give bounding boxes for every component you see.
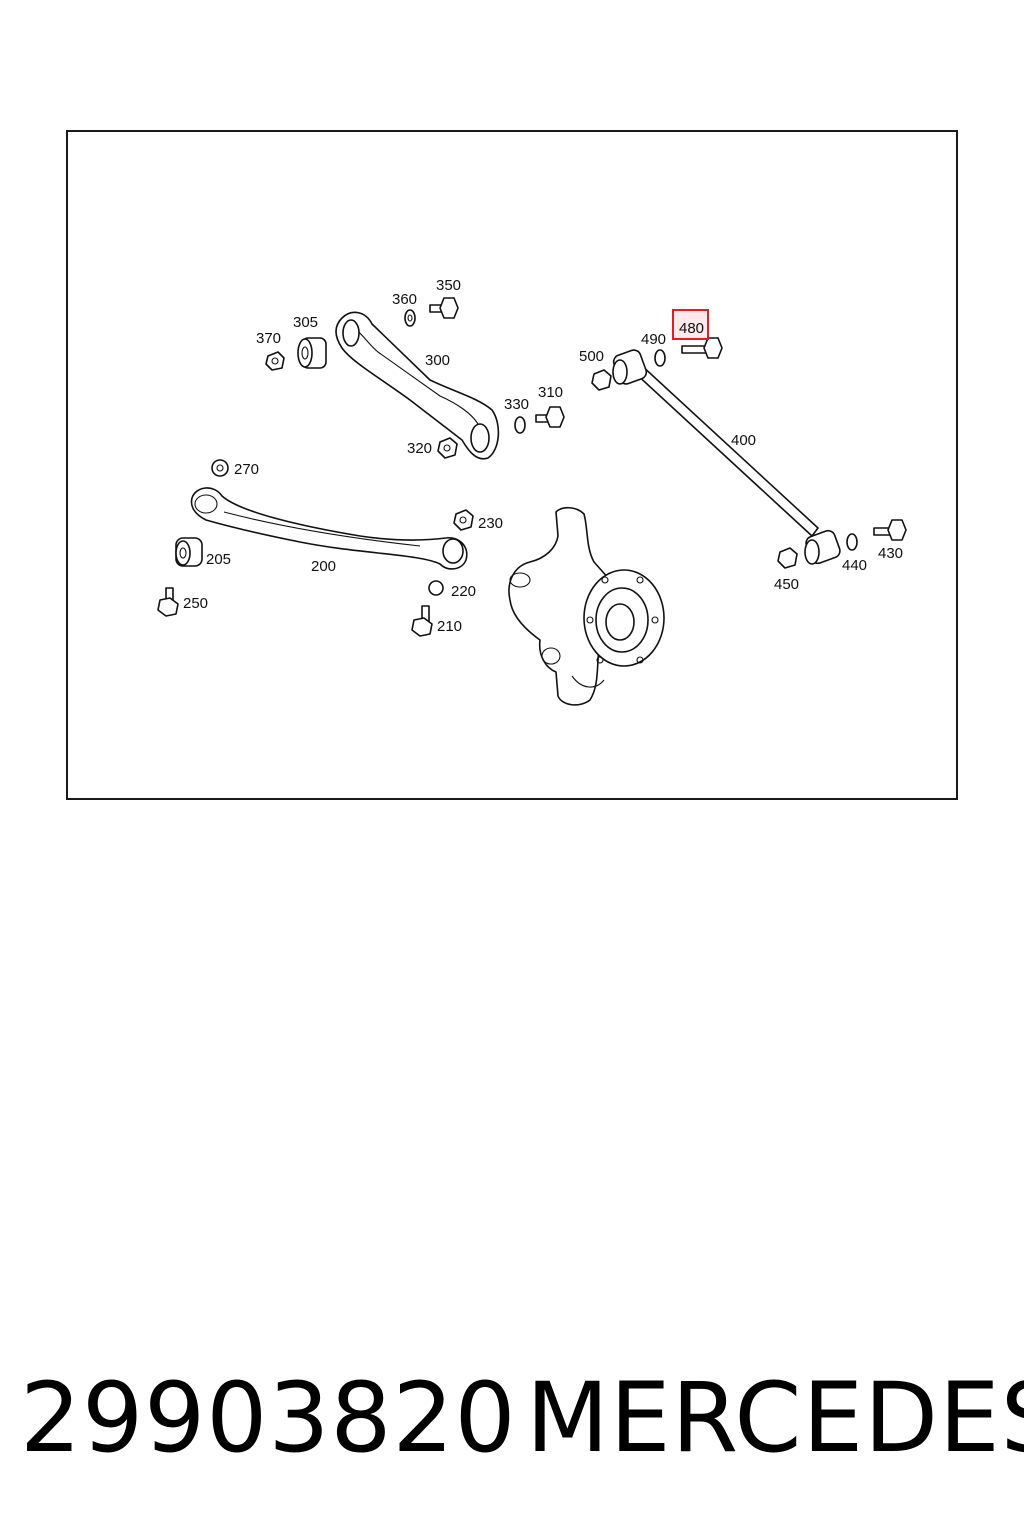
bushing-205	[175, 537, 203, 567]
label-320[interactable]: 320	[407, 440, 432, 457]
label-330[interactable]: 330	[504, 396, 529, 413]
nut-320	[437, 437, 458, 459]
bolt-350	[429, 297, 459, 319]
label-230[interactable]: 230	[478, 515, 503, 532]
label-220[interactable]: 220	[451, 583, 476, 600]
label-430[interactable]: 430	[878, 545, 903, 562]
bushing-305	[297, 337, 327, 369]
label-370[interactable]: 370	[256, 330, 281, 347]
label-500[interactable]: 500	[579, 348, 604, 365]
brand-name: MERCEDES	[526, 1362, 1024, 1474]
bolt-310	[535, 406, 565, 428]
nut-450	[777, 547, 798, 569]
label-205[interactable]: 205	[206, 551, 231, 568]
control-rod-400	[612, 349, 841, 565]
label-305[interactable]: 305	[293, 314, 318, 331]
label-480[interactable]: 480	[679, 320, 704, 337]
bolt-430	[873, 519, 907, 541]
lower-control-arm-200	[190, 487, 468, 570]
highlight-box-480	[672, 309, 709, 340]
label-440[interactable]: 440	[842, 557, 867, 574]
nut-230	[453, 509, 474, 531]
washer-270	[211, 459, 229, 477]
label-250[interactable]: 250	[183, 595, 208, 612]
label-350[interactable]: 350	[436, 277, 461, 294]
bolt-250	[157, 587, 179, 617]
washer-360	[404, 309, 416, 327]
bolt-480	[681, 337, 723, 359]
washer-490	[654, 349, 666, 367]
washer-330	[514, 416, 526, 434]
exploded-parts-diagram: 350 360 305 370 300 330 310 320 500 490 …	[157, 277, 907, 706]
nut-370	[265, 351, 285, 371]
label-310[interactable]: 310	[538, 384, 563, 401]
bolt-210	[411, 605, 433, 637]
label-270[interactable]: 270	[234, 461, 259, 478]
part-number: 29903820	[20, 1362, 517, 1474]
label-200[interactable]: 200	[311, 558, 336, 575]
upper-control-arm-300	[335, 311, 500, 460]
wheel-carrier-knuckle	[508, 506, 665, 706]
washer-440	[846, 533, 858, 551]
label-300[interactable]: 300	[425, 352, 450, 369]
label-400[interactable]: 400	[731, 432, 756, 449]
label-360[interactable]: 360	[392, 291, 417, 308]
label-450[interactable]: 450	[774, 576, 799, 593]
nut-500	[591, 369, 612, 391]
label-490[interactable]: 490	[641, 331, 666, 348]
label-210[interactable]: 210	[437, 618, 462, 635]
washer-220	[428, 580, 444, 596]
